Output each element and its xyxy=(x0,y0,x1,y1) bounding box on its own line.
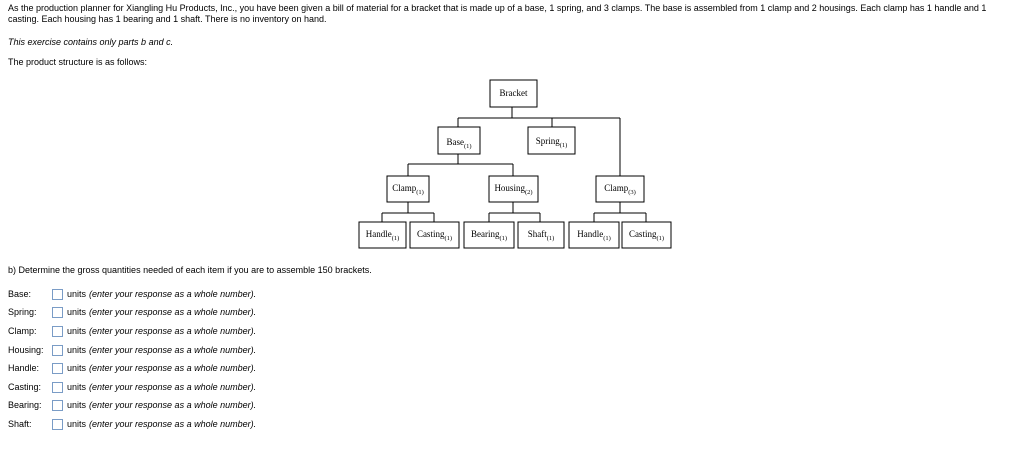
node-handle-right: Handle(1) xyxy=(568,221,620,249)
tree-connectors xyxy=(381,107,647,222)
question-b: b) Determine the gross quantities needed… xyxy=(8,265,372,275)
answer-label-handle: Handle: xyxy=(8,363,40,373)
shaft-quantity-input[interactable] xyxy=(52,418,63,430)
product-structure-tree: Bracket Base(1) Spring(1) Clamp(1) Housi… xyxy=(358,79,672,249)
svg-text:Shaft(1): Shaft(1) xyxy=(528,229,555,242)
structure-label: The product structure is as follows: xyxy=(8,57,148,67)
answer-label-casting: Casting: xyxy=(8,382,42,392)
node-clamp-right: Clamp(3) xyxy=(595,175,645,203)
node-spring-label: Spring xyxy=(536,136,561,146)
node-bearing: Bearing(1) xyxy=(463,221,515,249)
node-handle-right-qty: (1) xyxy=(603,235,611,242)
exercise-note: This exercise contains only parts b and … xyxy=(8,37,174,47)
base-quantity-input[interactable] xyxy=(52,288,63,300)
whole-number-hint: (enter your response as a whole number). xyxy=(89,419,257,429)
svg-text:Bearing(1): Bearing(1) xyxy=(471,229,507,242)
node-base-qty: (1) xyxy=(464,143,472,150)
node-bearing-label: Bearing xyxy=(471,229,500,239)
units-label: units xyxy=(67,345,87,355)
svg-text:Handle(1): Handle(1) xyxy=(366,229,400,242)
node-shaft-label: Shaft xyxy=(528,229,547,239)
answer-label-clamp: Clamp: xyxy=(8,326,37,336)
clamp-quantity-input[interactable] xyxy=(52,325,63,337)
units-label: units xyxy=(67,289,87,299)
node-shaft-qty: (1) xyxy=(547,235,555,242)
units-label: units xyxy=(67,419,87,429)
svg-text:Housing(2): Housing(2) xyxy=(494,183,532,196)
answer-label-shaft: Shaft: xyxy=(8,419,32,429)
answer-row-clamp: Clamp: units (enter your response as a w… xyxy=(8,324,256,338)
svg-text:Casting(1): Casting(1) xyxy=(629,229,664,242)
node-casting-left: Casting(1) xyxy=(409,221,460,249)
node-clamp-left-qty: (1) xyxy=(416,189,424,196)
whole-number-hint: (enter your response as a whole number). xyxy=(89,326,257,336)
units-label: units xyxy=(67,382,87,392)
node-casting-left-label: Casting xyxy=(417,229,445,239)
units-label: units xyxy=(67,307,87,317)
problem-statement: As the production planner for Xiangling … xyxy=(8,3,987,24)
node-housing: Housing(2) xyxy=(488,175,539,203)
answer-row-base: Base: units (enter your response as a wh… xyxy=(8,287,256,301)
units-label: units xyxy=(67,363,87,373)
node-base: Base(1) xyxy=(437,126,481,155)
node-housing-qty: (2) xyxy=(525,189,533,196)
units-label: units xyxy=(67,400,87,410)
svg-text:Clamp(1): Clamp(1) xyxy=(392,183,424,196)
node-clamp-right-qty: (3) xyxy=(628,189,636,196)
node-clamp-right-label: Clamp xyxy=(604,183,628,193)
answer-label-base: Base: xyxy=(8,289,32,299)
answer-label-spring: Spring: xyxy=(8,307,37,317)
answer-row-bearing: Bearing: units (enter your response as a… xyxy=(8,398,256,412)
node-clamp-left: Clamp(1) xyxy=(386,175,430,203)
node-casting-right: Casting(1) xyxy=(621,221,672,249)
node-casting-left-qty: (1) xyxy=(444,235,452,242)
node-handle-left-label: Handle xyxy=(366,229,392,239)
svg-text:Base(1): Base(1) xyxy=(446,137,471,150)
node-handle-right-label: Handle xyxy=(577,229,603,239)
casting-quantity-input[interactable] xyxy=(52,381,63,393)
whole-number-hint: (enter your response as a whole number). xyxy=(89,345,257,355)
units-label: units xyxy=(67,326,87,336)
answer-row-shaft: Shaft: units (enter your response as a w… xyxy=(8,417,256,431)
node-handle-left: Handle(1) xyxy=(358,221,407,249)
whole-number-hint: (enter your response as a whole number). xyxy=(89,307,257,317)
whole-number-hint: (enter your response as a whole number). xyxy=(89,289,257,299)
node-spring-qty: (1) xyxy=(560,142,568,149)
answer-row-housing: Housing: units (enter your response as a… xyxy=(8,343,256,357)
node-casting-right-label: Casting xyxy=(629,229,657,239)
answer-row-casting: Casting: units (enter your response as a… xyxy=(8,380,256,394)
bearing-quantity-input[interactable] xyxy=(52,399,63,411)
node-bracket-label: Bracket xyxy=(500,88,528,98)
spring-quantity-input[interactable] xyxy=(52,306,63,318)
handle-quantity-input[interactable] xyxy=(52,362,63,374)
node-shaft: Shaft(1) xyxy=(517,221,565,249)
answer-label-housing: Housing: xyxy=(8,345,44,355)
node-clamp-left-label: Clamp xyxy=(392,183,416,193)
node-housing-label: Housing xyxy=(494,183,525,193)
svg-text:Clamp(3): Clamp(3) xyxy=(604,183,636,196)
node-bracket: Bracket xyxy=(489,79,538,108)
svg-text:Casting(1): Casting(1) xyxy=(417,229,452,242)
whole-number-hint: (enter your response as a whole number). xyxy=(89,400,257,410)
node-casting-right-qty: (1) xyxy=(656,235,664,242)
node-base-label: Base xyxy=(446,137,464,147)
node-bearing-qty: (1) xyxy=(499,235,507,242)
svg-text:Spring(1): Spring(1) xyxy=(536,136,568,149)
housing-quantity-input[interactable] xyxy=(52,344,63,356)
node-spring: Spring(1) xyxy=(527,126,576,155)
whole-number-hint: (enter your response as a whole number). xyxy=(89,363,257,373)
answer-row-spring: Spring: units (enter your response as a … xyxy=(8,305,256,319)
whole-number-hint: (enter your response as a whole number). xyxy=(89,382,257,392)
node-handle-left-qty: (1) xyxy=(392,235,400,242)
answer-row-handle: Handle: units (enter your response as a … xyxy=(8,361,256,375)
svg-text:Handle(1): Handle(1) xyxy=(577,229,611,242)
answer-label-bearing: Bearing: xyxy=(8,400,42,410)
